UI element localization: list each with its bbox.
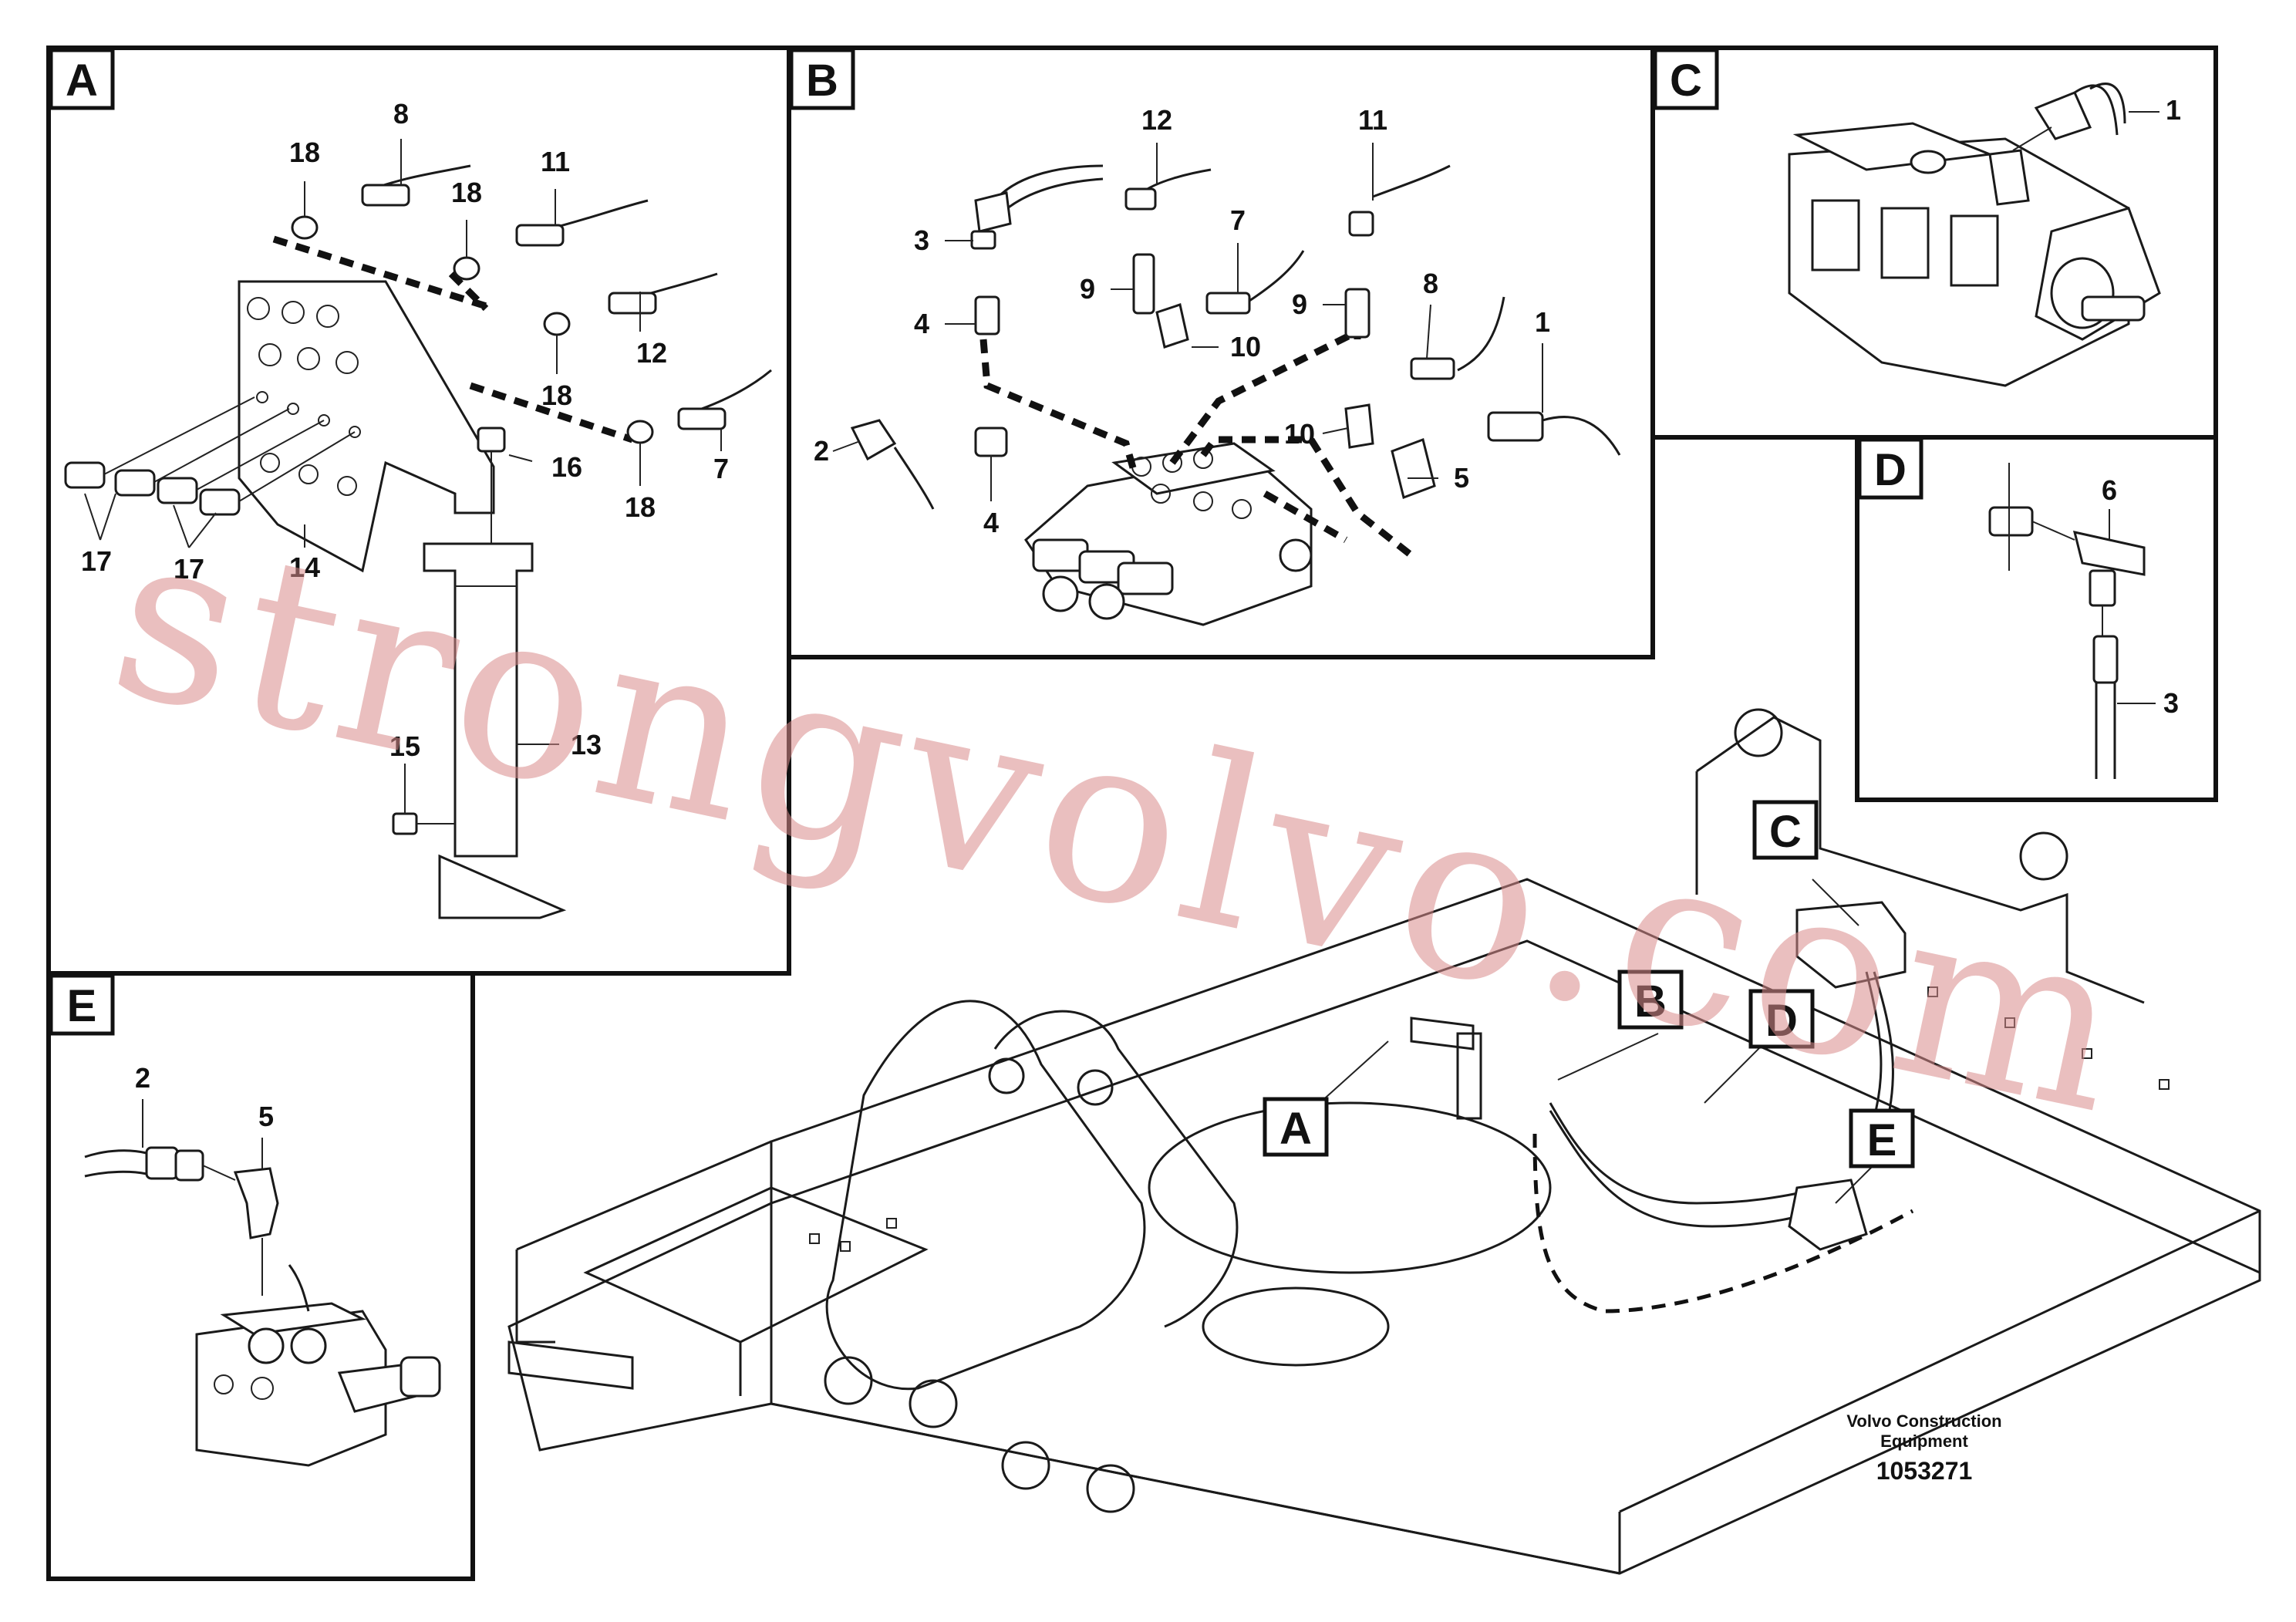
panel-e-drawing xyxy=(84,1099,441,1467)
svg-text:E: E xyxy=(67,981,97,1031)
callout-a-12: 12 xyxy=(636,337,667,369)
svg-text:A: A xyxy=(66,56,98,106)
callout-a-11: 11 xyxy=(541,146,570,177)
svg-text:D: D xyxy=(1765,996,1798,1046)
callout-d-3: 3 xyxy=(2163,687,2179,719)
reference-number: 1053271 xyxy=(1876,1457,1973,1485)
callout-b-2: 2 xyxy=(814,435,829,467)
svg-text:B: B xyxy=(806,56,838,106)
panel-a-drawing xyxy=(64,139,772,919)
reference-company-line2: Equipment xyxy=(1880,1431,1968,1451)
callout-e-2: 2 xyxy=(135,1062,150,1094)
panel-a-frame xyxy=(46,46,791,976)
callout-b-11: 11 xyxy=(1358,104,1387,136)
panel-e-frame xyxy=(46,971,475,1581)
panel-d-label: D xyxy=(1857,437,1923,500)
callout-b-7: 7 xyxy=(1230,204,1246,236)
callout-a-14: 14 xyxy=(289,551,320,583)
svg-text:D: D xyxy=(1874,445,1907,495)
callout-b-8: 8 xyxy=(1423,268,1438,299)
callout-b-4b: 4 xyxy=(983,507,999,538)
reference-company-line1: Volvo Construction xyxy=(1846,1411,2001,1431)
panel-b-label: B xyxy=(789,48,855,110)
callout-b-9a: 9 xyxy=(1080,273,1095,305)
svg-text:B: B xyxy=(1634,976,1667,1027)
callout-b-10a: 10 xyxy=(1230,331,1261,363)
overview-label-b: B xyxy=(1617,969,1684,1030)
svg-text:C: C xyxy=(1670,56,1702,106)
callout-a-17b: 17 xyxy=(174,553,204,585)
panel-a-label: A xyxy=(49,48,115,110)
callout-a-18d: 18 xyxy=(625,491,656,523)
callout-a-15: 15 xyxy=(389,730,420,762)
callout-a-18c: 18 xyxy=(541,379,572,411)
overview-label-d: D xyxy=(1748,989,1815,1049)
panel-b-drawing xyxy=(832,143,1621,626)
callout-a-18a: 18 xyxy=(289,137,320,168)
panel-d-drawing xyxy=(1988,463,2156,779)
callout-d-6: 6 xyxy=(2102,474,2117,506)
panel-c-drawing xyxy=(1788,83,2161,387)
callout-b-5: 5 xyxy=(1454,462,1469,494)
panel-c-label: C xyxy=(1653,48,1719,110)
callout-a-18b: 18 xyxy=(451,177,482,208)
callout-a-17a: 17 xyxy=(81,545,112,577)
overview-label-a: A xyxy=(1263,1097,1329,1157)
callout-a-16: 16 xyxy=(551,451,582,483)
callout-a-8: 8 xyxy=(393,98,409,130)
callout-b-12: 12 xyxy=(1141,104,1172,136)
svg-text:E: E xyxy=(1867,1115,1897,1165)
callout-b-3: 3 xyxy=(914,224,929,256)
callout-b-4a: 4 xyxy=(914,308,929,339)
panel-e-label: E xyxy=(49,973,115,1036)
callout-a-7: 7 xyxy=(713,453,729,484)
svg-text:A: A xyxy=(1279,1104,1312,1154)
overview-label-e: E xyxy=(1849,1108,1915,1168)
svg-text:C: C xyxy=(1769,807,1802,857)
callout-c-1: 1 xyxy=(2166,94,2181,126)
callout-b-10b: 10 xyxy=(1284,418,1315,450)
excavator-frame-overview xyxy=(507,708,2261,1575)
callout-a-13: 13 xyxy=(571,729,602,760)
callout-b-1: 1 xyxy=(1535,306,1550,338)
overview-label-c: C xyxy=(1752,800,1819,860)
callout-e-5: 5 xyxy=(258,1101,274,1132)
callout-b-9b: 9 xyxy=(1292,288,1307,320)
